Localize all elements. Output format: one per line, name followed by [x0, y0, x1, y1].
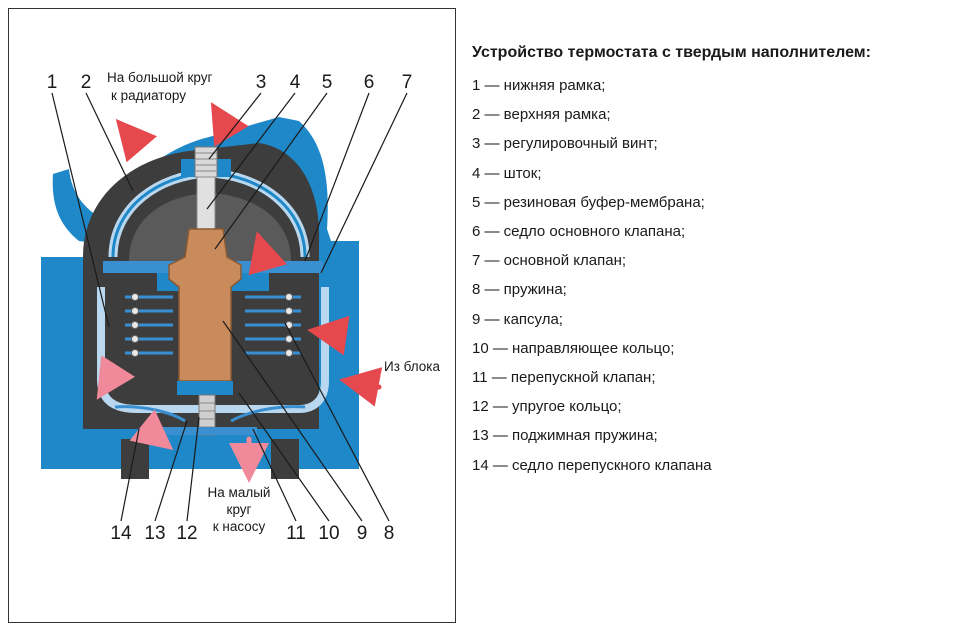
flow-labels: На большой круг к радиатору Из блока На …	[107, 70, 441, 534]
flow-label-radiator-line2: к радиатору	[111, 88, 186, 103]
callout-3: 3	[256, 72, 267, 93]
legend-item-3: 3 — регулировочный винт;	[472, 135, 658, 153]
legend-item-4: 4 — шток;	[472, 164, 542, 182]
flow-label-pump-line1: На малый	[208, 485, 271, 500]
legend-item-8: 8 — пружина;	[472, 281, 567, 299]
flow-label-pump-line2: круг	[227, 502, 252, 517]
spring-coils	[131, 293, 293, 357]
legend-item-12: 12 — упругое кольцо;	[472, 398, 622, 416]
legend-item-1: 1 — нижняя рамка;	[472, 77, 606, 94]
callout-7: 7	[402, 72, 413, 93]
callout-9: 9	[357, 523, 368, 544]
spring	[125, 295, 301, 355]
legend-list: 1 — нижняя рамка; 2 — верхняя рамка; 3 —…	[472, 71, 967, 480]
legend-item-13: 13 — поджимная пружина;	[472, 427, 658, 445]
flow-arrow-bypass-down	[129, 409, 174, 450]
guide-ring	[177, 381, 233, 395]
callout-2: 2	[81, 72, 92, 93]
thermostat-cutaway-diagram: 1 2 3 4 5 6 7 8 9 10 11 12 13 14 На боль…	[41, 70, 441, 544]
legend-item-10: 10 — направляющее кольцо;	[472, 339, 675, 357]
legend-title: Устройство термостата с твердым наполнит…	[472, 44, 871, 61]
bypass-valve-seat	[159, 427, 257, 435]
legend-item-7: 7 — основной клапан;	[472, 252, 627, 270]
figure-frame: 1 2 3 4 5 6 7 8 9 10 11 12 13 14 На боль…	[8, 8, 456, 623]
flow-label-radiator-line1: На большой круг	[107, 70, 213, 85]
callout-numbers: 1 2 3 4 5 6 7 8 9 10 11 12 13 14	[47, 72, 413, 544]
capsule	[168, 228, 242, 395]
flow-arrow-valve	[307, 315, 350, 356]
flow-arrow-radiator-1	[115, 118, 158, 163]
callout-10: 10	[318, 523, 339, 544]
callout-12: 12	[176, 523, 197, 544]
leader-lines	[51, 92, 408, 522]
legend-item-9: 9 — капсула;	[472, 310, 563, 328]
legend: Устройство термостата с твердым наполнит…	[472, 44, 967, 480]
legend-item-11: 11 — перепускной клапан;	[472, 369, 656, 387]
legend-item-2: 2 — верхняя рамка;	[472, 106, 611, 124]
legend-item-5: 5 — резиновая буфер-мембрана;	[472, 193, 705, 211]
flow-arrow-dome	[248, 231, 288, 276]
legend-item-6: 6 — седло основного клапана;	[472, 223, 686, 241]
callout-1: 1	[47, 72, 58, 93]
callout-5: 5	[322, 72, 333, 93]
callout-14: 14	[110, 523, 132, 544]
adjusting-screw	[181, 146, 231, 178]
callout-13: 13	[144, 523, 165, 544]
callout-6: 6	[364, 72, 375, 93]
legend-item-14: 14 — седло перепускного клапана	[472, 456, 712, 474]
flow-arrow-bypass-left	[96, 355, 136, 400]
flow-arrow-radiator-2	[210, 102, 249, 147]
callout-8: 8	[384, 523, 395, 544]
callout-4: 4	[290, 72, 301, 93]
flow-arrows	[96, 102, 383, 483]
flow-arrow-from-block	[339, 367, 383, 407]
flow-label-pump-line3: к насосу	[213, 519, 266, 534]
flow-label-from-block: Из блока	[384, 359, 441, 374]
callout-11: 11	[286, 523, 306, 544]
